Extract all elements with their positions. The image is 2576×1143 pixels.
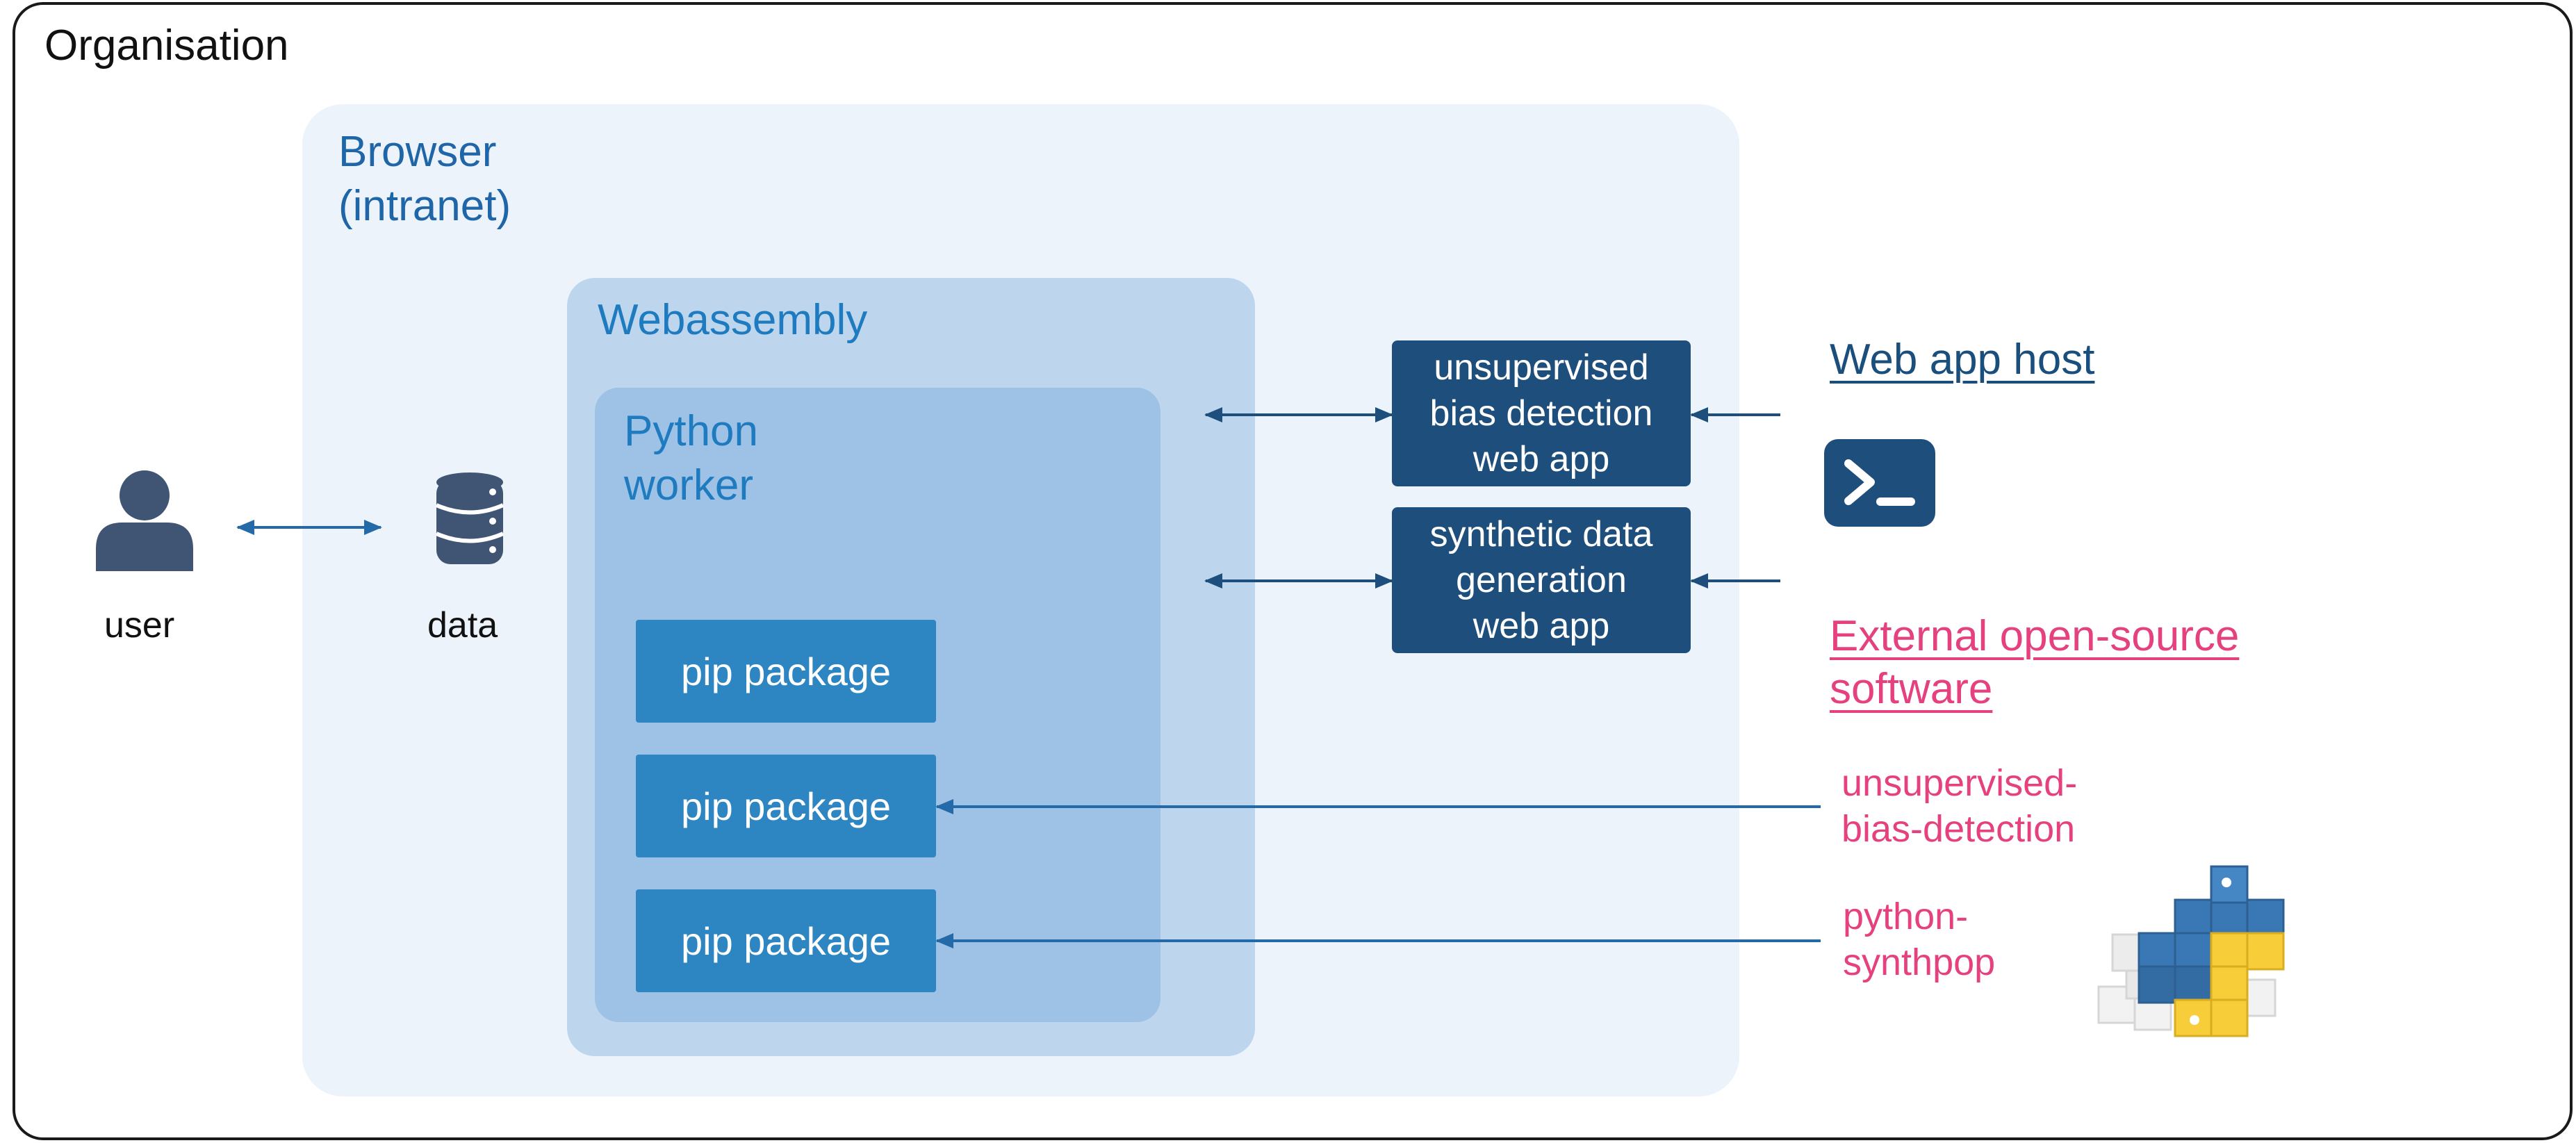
- pip-package-3: pip package: [636, 889, 936, 992]
- external-package-bias-detection-line2: bias-detection: [1841, 808, 2076, 850]
- python-worker-label: Python worker: [624, 404, 758, 513]
- browser-label-line1: Browser: [338, 128, 497, 176]
- python-blocks-icon: [2097, 865, 2285, 1037]
- python-worker-label-line1: Python: [624, 407, 759, 455]
- user-icon: [96, 470, 193, 571]
- pip-package-1: pip package: [636, 620, 936, 723]
- external-package-bias-detection: unsupervised- bias-detection: [1841, 760, 2077, 852]
- database-icon: [435, 472, 504, 564]
- web-app-synthetic-data-line1: synthetic data: [1429, 514, 1653, 554]
- user-label: user: [104, 605, 175, 645]
- web-app-synthetic-data-line3: web app: [1472, 606, 1610, 646]
- data-label: data: [427, 605, 498, 645]
- web-app-synthetic-data: synthetic data generation web app: [1392, 507, 1691, 653]
- pip-package-2: pip package: [636, 755, 936, 857]
- browser-label-line2: (intranet): [338, 182, 511, 230]
- external-software-link-line1: External open-source: [1830, 612, 2240, 660]
- web-app-host-link[interactable]: Web app host: [1830, 336, 2095, 384]
- web-app-bias-detection-line3: web app: [1472, 439, 1610, 479]
- external-software-link[interactable]: External open-source software: [1830, 610, 2239, 716]
- external-package-synthpop-line1: python-: [1843, 896, 1969, 937]
- organisation-label: Organisation: [44, 22, 289, 69]
- web-app-bias-detection-line1: unsupervised: [1434, 347, 1649, 388]
- external-package-synthpop-line2: synthpop: [1843, 941, 1996, 983]
- python-worker-label-line2: worker: [624, 461, 754, 509]
- web-app-bias-detection: unsupervised bias detection web app: [1392, 340, 1691, 486]
- web-app-synthetic-data-line2: generation: [1456, 560, 1627, 600]
- external-software-link-line2: software: [1830, 665, 1993, 713]
- external-package-synthpop: python- synthpop: [1843, 894, 1995, 985]
- web-app-bias-detection-line2: bias detection: [1429, 393, 1653, 434]
- terminal-icon: [1824, 439, 1935, 527]
- external-package-bias-detection-line1: unsupervised-: [1841, 762, 2078, 804]
- webassembly-label: Webassembly: [598, 296, 868, 344]
- browser-label: Browser (intranet): [338, 125, 511, 233]
